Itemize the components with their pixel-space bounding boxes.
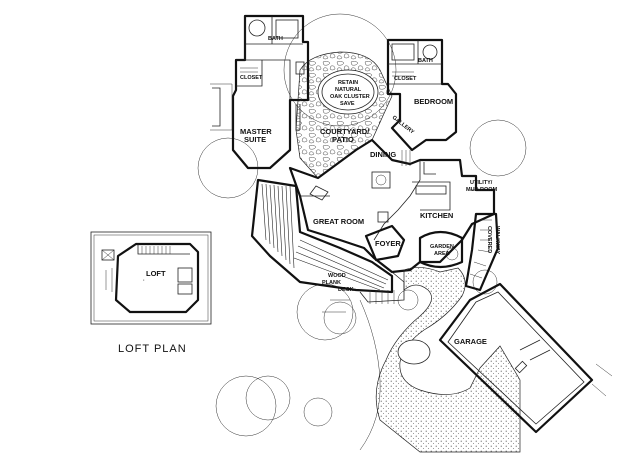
courtyard-label-2: PATIO xyxy=(332,135,354,144)
retain-note-3: OAK CLUSTER xyxy=(330,94,370,100)
covered-walkway: COVERED WALKWAY xyxy=(464,212,500,292)
master-closet-label: CLOSET xyxy=(240,75,263,81)
bedroom-wing: CLOSET BATH BEDROOM GALLERY xyxy=(386,38,458,152)
bedroom-label: BEDROOM xyxy=(414,97,453,106)
garden-label-1: GARDEN xyxy=(430,244,454,250)
landscape-trees xyxy=(197,13,527,451)
loft-plan-title: LOFT PLAN xyxy=(118,343,187,355)
utility-label-2: MUD ROOM xyxy=(466,187,498,193)
great-room-label: GREAT ROOM xyxy=(313,217,364,226)
master-suite-label-1: MASTER xyxy=(240,127,272,136)
retain-note-1: RETAIN xyxy=(338,80,358,86)
master-bath-label: BATH xyxy=(268,36,283,42)
garage: GARAGE xyxy=(438,282,594,434)
kitchen-label: KITCHEN xyxy=(420,211,453,220)
dining-label: DINING xyxy=(370,150,396,159)
master-suite-label-2: SUITE xyxy=(244,135,266,144)
walkway-label-2: WALKWAY xyxy=(494,226,500,255)
garden-area: GARDEN AREA xyxy=(418,230,464,269)
plank-label-1: WOOD xyxy=(328,273,346,279)
loft-label: LOFT xyxy=(146,269,166,278)
courtyard-patio: RETAIN NATURAL OAK CLUSTER SAVE COURTYAR… xyxy=(295,51,393,179)
courtyard-label-1: COURTYARD/ xyxy=(320,127,370,136)
retain-note-4: SAVE xyxy=(340,101,355,107)
retain-note-2: NATURAL xyxy=(335,87,362,93)
svg-text:·: · xyxy=(143,278,145,284)
plank-label-2: PLANK xyxy=(322,280,341,286)
bed-closet-label: CLOSET xyxy=(394,76,417,82)
bed-bath-label: BATH xyxy=(418,58,433,64)
garage-label: GARAGE xyxy=(454,337,487,346)
utility-label-1: UTILITY/ xyxy=(470,180,493,186)
loft-plan-inset: LOFT · xyxy=(90,231,212,325)
master-suite-wing: BATH CLOSET MASTER SUITE xyxy=(210,14,310,170)
walkway-label-1: COVERED xyxy=(486,226,492,253)
wood-plank-deck: WOOD PLANK DECK xyxy=(250,178,405,304)
gravel-drive xyxy=(375,267,521,453)
plan-details xyxy=(322,150,613,397)
foyer-label: FOYER xyxy=(375,239,401,248)
plank-label-3: DECK xyxy=(338,287,354,293)
foyer: FOYER xyxy=(364,224,406,262)
garden-label-2: AREA xyxy=(434,251,450,257)
